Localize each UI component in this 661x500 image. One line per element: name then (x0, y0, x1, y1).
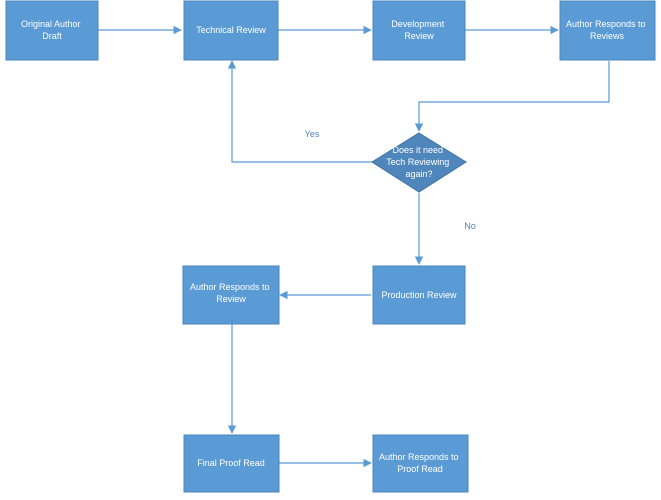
connectors (98, 25, 610, 468)
node-author-responds-to-review: Author Responds to Review (182, 265, 280, 325)
edge-label-yes: Yes (305, 129, 320, 139)
node-label: Author Responds to Proof Read (379, 452, 461, 474)
node-author-responds-to-proof-read: Author Responds to Proof Read (372, 434, 469, 493)
node-original-author-draft: Original Author Draft (5, 0, 99, 61)
node-author-responds-to-reviews: Author Responds to Reviews (559, 0, 656, 61)
node-decision-tech-review-again: Does it need Tech Reviewing again? (371, 132, 467, 193)
node-technical-review: Technical Review (183, 0, 279, 61)
node-label: Author Responds to Review (190, 282, 272, 304)
connector-author-responds-to-decision (414, 61, 610, 132)
node-development-review: Development Review (372, 0, 466, 61)
node-label: Production Review (381, 290, 457, 300)
node-label: Does it need Tech Reviewing again? (386, 145, 452, 179)
node-production-review: Production Review (372, 265, 466, 325)
node-final-proof-read: Final Proof Read (183, 434, 280, 493)
node-label: Original Author Draft (21, 19, 83, 41)
node-label: Author Responds to Reviews (566, 19, 648, 41)
node-label: Development Review (391, 19, 447, 41)
node-label: Final Proof Read (197, 458, 265, 468)
connector-decision-yes-to-technical-review (227, 60, 373, 163)
edge-label-no: No (464, 221, 476, 231)
node-label: Technical Review (196, 25, 266, 35)
